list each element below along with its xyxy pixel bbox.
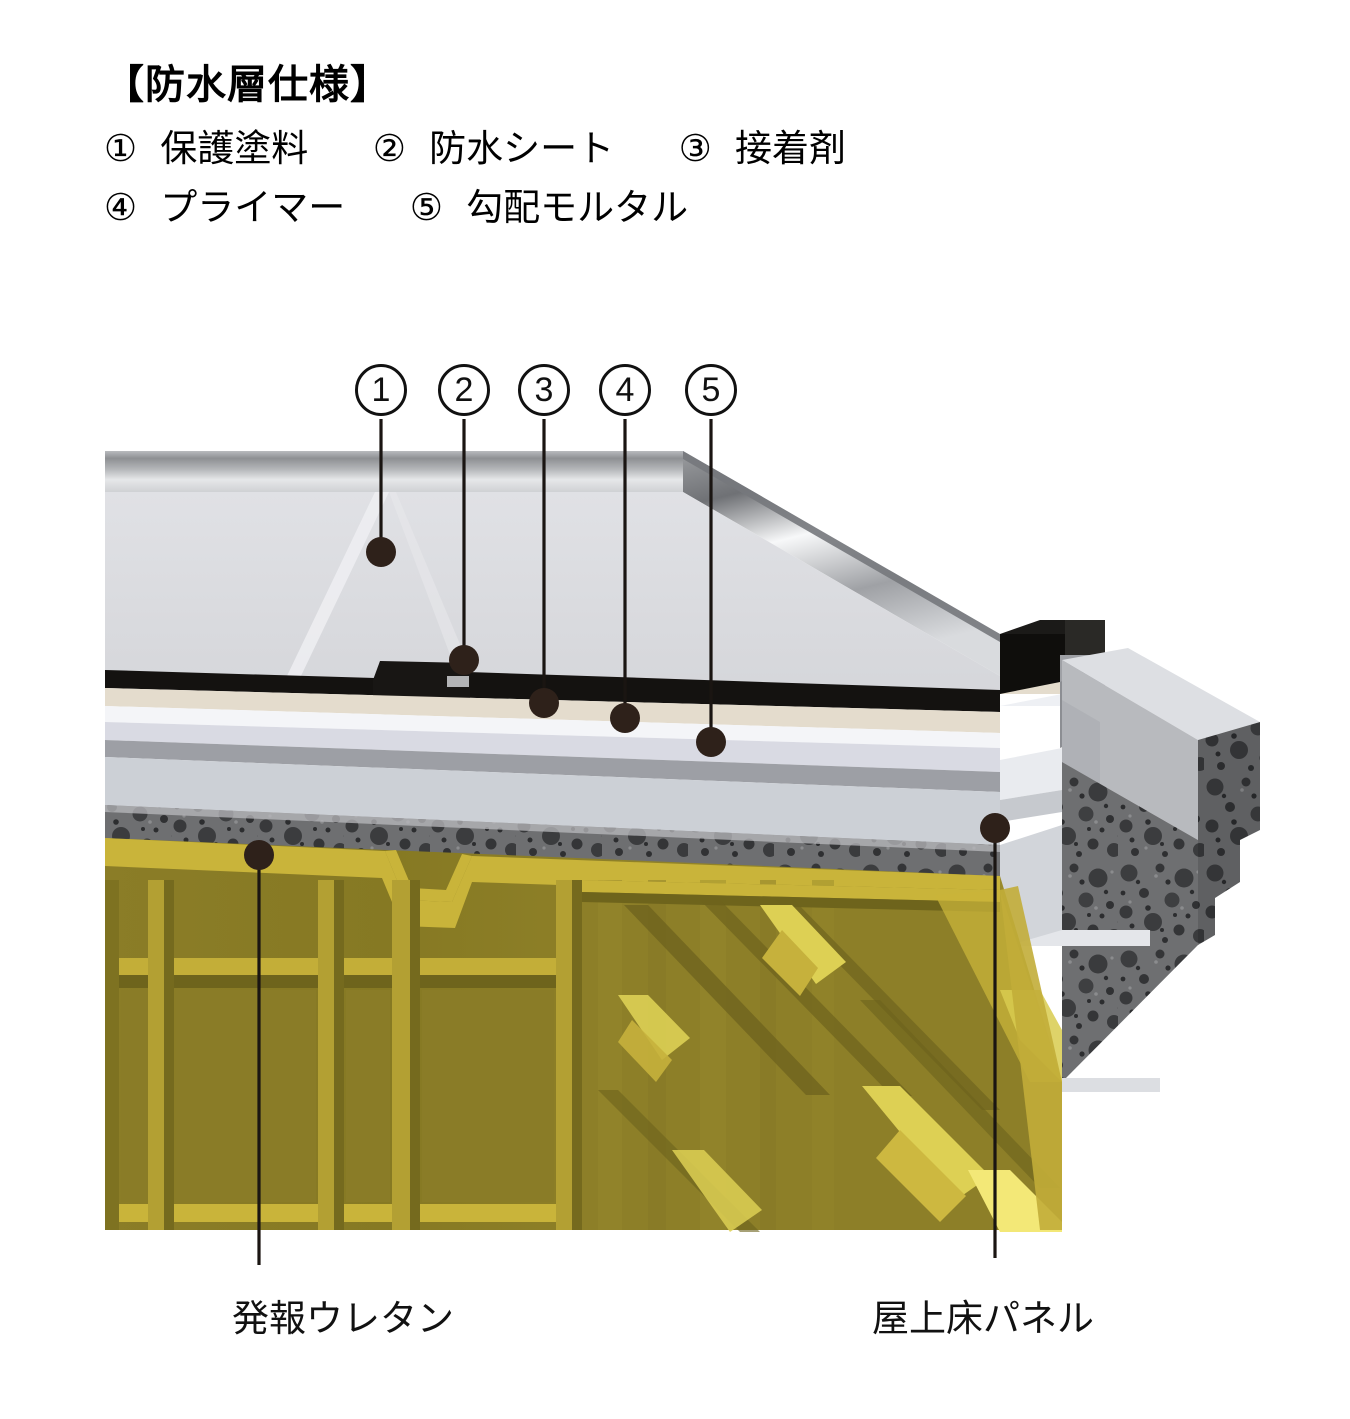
leader-dot-panel: [980, 813, 1010, 843]
legend-marker-1: ①: [104, 128, 138, 169]
legend-label-5: 勾配モルタル: [466, 187, 689, 228]
urethane-foam-body: [105, 838, 1062, 1232]
label-urethane-foam: 発報ウレタン: [232, 1298, 454, 1339]
callout-circle-5[interactable]: 5: [685, 364, 737, 416]
leader-dot-5: [696, 727, 726, 757]
waterproof-sheet-overlap-step: [373, 661, 470, 700]
parapet-corner-block: [1000, 620, 1260, 1092]
parapet-ledge-strip-lower: [1030, 1078, 1160, 1092]
label-roof-floor-panel: 屋上床パネル: [872, 1298, 1094, 1339]
leader-dot-1: [366, 537, 396, 567]
coating-diagonal-rolled-edge: [683, 451, 1000, 676]
mortar-layer-light: [105, 722, 1000, 772]
leader-dots: [244, 537, 1010, 870]
legend-label-2: 防水シート: [429, 128, 615, 169]
parapet-concrete-end-face: [1198, 722, 1260, 945]
legend-row-2: ④ プライマー ⑤ 勾配モルタル: [104, 189, 1204, 226]
legend-marker-3: ③: [678, 128, 712, 169]
waterproof-sheet-highlight: [447, 676, 469, 687]
sheet-upstand-return: [1000, 634, 1065, 694]
roof-coating-assembly: [105, 451, 1000, 845]
legend-row-1: ① 保護塗料 ② 防水シート ③ 接着剤: [104, 130, 1204, 167]
leader-lines: [257, 419, 997, 1265]
urethane-panel-frames-left: [105, 880, 344, 1230]
roof-slab-top-face: [105, 757, 1000, 845]
coating-diagonal-edge-darkline: [683, 451, 1000, 642]
legend-label-3: 接着剤: [734, 128, 846, 169]
parapet-lower-step-white: [1000, 748, 1062, 800]
alc-slab-top-highlight: [105, 805, 1000, 852]
legend-label-4: プライマー: [160, 187, 346, 228]
callout-circle-1[interactable]: 1: [355, 364, 407, 416]
legend-title: 【防水層仕様】: [104, 63, 391, 107]
urethane-top-skin: [105, 838, 1000, 928]
waterproof-sheet-layer: [105, 662, 1000, 712]
urethane-panel-frames-mid: [344, 880, 582, 1230]
leader-dot-urethane: [244, 840, 274, 870]
mortar-layer-shadow: [105, 740, 1000, 792]
urethane-right-edge: [1000, 886, 1062, 1230]
legend-label-1: 保護塗料: [160, 128, 309, 169]
parapet-lower-step-gray: [1000, 790, 1062, 822]
urethane-diagonal-rib-region: [582, 880, 1062, 1232]
callout-circle-3[interactable]: 3: [518, 364, 570, 416]
parapet-top-face: [1062, 648, 1260, 740]
coating-face-crease: [286, 492, 389, 678]
callout-circle-2[interactable]: 2: [438, 364, 490, 416]
coating-top-face: [105, 492, 1000, 700]
legend-marker-5: ⑤: [409, 187, 444, 228]
leader-dot-2: [449, 645, 479, 675]
coating-top-rolled-edge: [105, 451, 683, 492]
legend-marker-4: ④: [104, 187, 138, 228]
primer-layer: [105, 706, 1000, 748]
legend-block: 【防水層仕様】 ① 保護塗料 ② 防水シート ③ 接着剤 ④ プライマー ⑤ 勾…: [104, 62, 1204, 226]
coating-face-crease-2: [389, 492, 470, 668]
callout-circle-4[interactable]: 4: [599, 364, 651, 416]
parapet-front-face: [1062, 660, 1198, 840]
parapet-concrete-outer-wall: [1062, 762, 1198, 1082]
leader-dot-4: [610, 703, 640, 733]
leader-dot-3: [529, 688, 559, 718]
legend-marker-2: ②: [372, 128, 407, 169]
